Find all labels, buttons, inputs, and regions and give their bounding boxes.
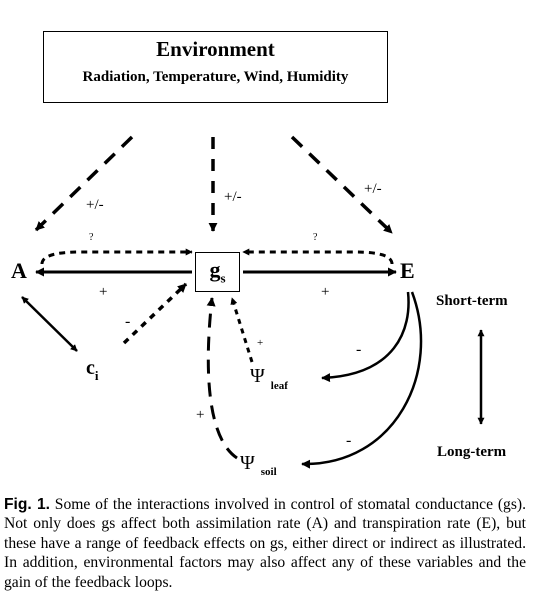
arrow-a-to-gs-feedback bbox=[40, 248, 193, 265]
arrow-a-ci bbox=[21, 296, 78, 352]
label-e-to-leaf: - bbox=[356, 341, 362, 358]
label-gs-to-e: + bbox=[321, 284, 330, 300]
label-env-to-a: +/- bbox=[86, 197, 104, 213]
label-long-term: Long-term bbox=[437, 444, 507, 460]
label-a-feedback: ? bbox=[89, 232, 94, 243]
psi-leaf-symbol: Ψ bbox=[250, 365, 265, 387]
label-e-to-soil: - bbox=[346, 432, 352, 449]
label-e-feedback: ? bbox=[313, 232, 318, 243]
node-ci-subscript: i bbox=[94, 368, 99, 383]
arrow-e-to-gs-feedback bbox=[242, 248, 394, 265]
label-leaf-to-gs: + bbox=[257, 337, 264, 349]
node-gs: gs bbox=[195, 252, 240, 292]
label-soil-to-gs: + bbox=[196, 407, 205, 423]
psi-leaf-subscript: leaf bbox=[270, 380, 288, 392]
label-env-to-gs: +/- bbox=[224, 189, 242, 205]
node-gs-subscript: s bbox=[220, 270, 226, 286]
arrow-leaf-to-gs bbox=[230, 297, 254, 363]
caption-text: Some of the interactions involved in con… bbox=[4, 496, 526, 591]
label-short-term: Short-term bbox=[436, 293, 508, 309]
environment-title: Environment bbox=[156, 37, 275, 61]
arrow-soil-to-gs bbox=[206, 297, 238, 460]
node-ci-symbol: c bbox=[86, 357, 95, 379]
node-e: E bbox=[400, 258, 415, 283]
environment-factors: Radiation, Temperature, Wind, Humidity bbox=[82, 69, 349, 85]
figure-caption: Fig. 1. Some of the interactions involve… bbox=[4, 495, 526, 592]
caption-figure-number: Fig. 1. bbox=[4, 496, 50, 513]
arrow-e-to-soil bbox=[301, 291, 423, 469]
diagram: Environment Radiation, Temperature, Wind… bbox=[11, 31, 508, 478]
node-ci: ci bbox=[86, 357, 99, 382]
node-gs-symbol: g bbox=[209, 257, 221, 282]
label-ci-to-gs: - bbox=[125, 313, 131, 330]
arrow-ci-to-gs bbox=[122, 282, 188, 345]
node-a: A bbox=[11, 258, 27, 283]
arrow-env-to-a bbox=[34, 135, 134, 232]
label-env-to-e: +/- bbox=[364, 181, 382, 197]
label-gs-to-a: + bbox=[99, 284, 108, 300]
arrow-e-to-leaf bbox=[321, 291, 410, 383]
diagram-arrows bbox=[21, 135, 485, 469]
psi-soil-symbol: Ψ bbox=[240, 452, 255, 474]
psi-soil-subscript: soil bbox=[260, 466, 277, 478]
environment-box: Environment Radiation, Temperature, Wind… bbox=[43, 31, 388, 103]
